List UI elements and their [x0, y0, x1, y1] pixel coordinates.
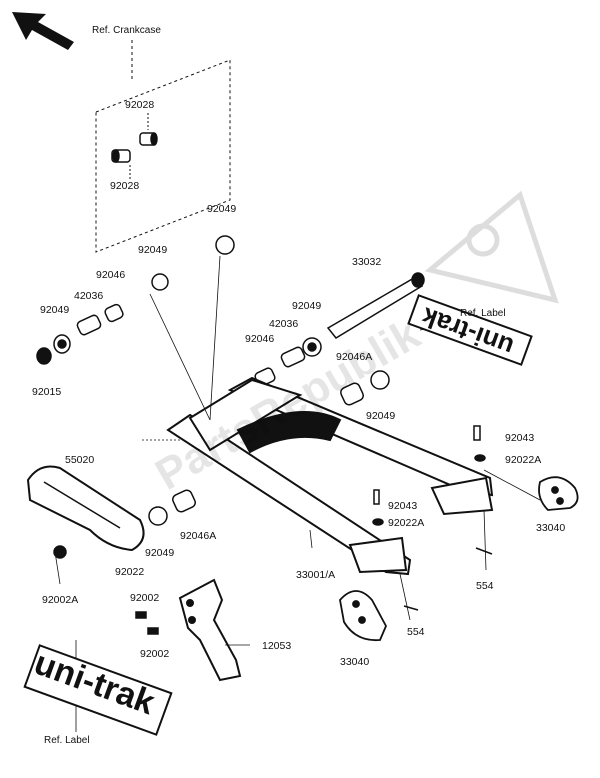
left-pivot-bushings [36, 235, 235, 365]
part-92049-c: 92049 [40, 304, 70, 316]
ref-label-top: Ref. Label [460, 308, 506, 319]
watermark-gear-icon [424, 190, 559, 304]
part-92022: 92022 [115, 566, 145, 578]
part-92028-bottom: 92028 [110, 180, 140, 192]
part-92046-a: 92046 [96, 269, 126, 281]
part-92049-e: 92049 [366, 410, 396, 422]
ref-label-bottom: Ref. Label [44, 735, 90, 746]
part-92043-b: 92043 [388, 500, 418, 512]
part-92028-top: 92028 [125, 99, 155, 111]
chain-guard-55020 [26, 465, 145, 552]
right-pivot-bushings [148, 337, 390, 526]
chain-adjuster-33040-right [538, 476, 579, 511]
uni-trak-logo-bottom [23, 644, 173, 736]
part-33001A: 33001/A [296, 569, 336, 581]
part-92049-d: 92049 [292, 300, 322, 312]
front-direction-arrow-icon [12, 12, 74, 50]
part-42036-b: 42036 [269, 318, 299, 330]
part-55020: 55020 [65, 454, 95, 466]
part-42036-a: 42036 [74, 290, 104, 302]
part-92022A-b: 92022A [388, 517, 425, 529]
part-92049-b: 92049 [138, 244, 168, 256]
part-92049-a: 92049 [207, 203, 237, 215]
part-92002A: 92002A [42, 594, 79, 606]
bracket-12053 [178, 578, 242, 682]
bushing-92028-upper [139, 132, 158, 146]
chain-adjuster-33040-left [339, 590, 387, 642]
part-92046A-b: 92046A [180, 530, 217, 542]
part-92002-a: 92002 [130, 592, 160, 604]
part-554-a: 554 [476, 580, 494, 592]
part-92049-f: 92049 [145, 547, 175, 559]
part-33032: 33032 [352, 256, 382, 268]
ref-crankcase-label: Ref. Crankcase [92, 25, 161, 36]
part-92015: 92015 [32, 386, 62, 398]
part-92046-b: 92046 [245, 333, 275, 345]
bushing-92028-lower [111, 149, 131, 163]
uni-trak-logo-top [407, 294, 533, 366]
crankcase-reference-plane [95, 40, 231, 253]
pivot-shaft-33032 [326, 272, 425, 339]
part-554-b: 554 [407, 626, 425, 638]
part-92022A-a: 92022A [505, 454, 542, 466]
part-92043-a: 92043 [505, 432, 535, 444]
part-92046A-a: 92046A [336, 351, 373, 363]
swingarm-33001A [166, 376, 494, 576]
part-33040-a: 33040 [536, 522, 566, 534]
part-12053: 12053 [262, 640, 292, 652]
bolts-and-washers [53, 425, 493, 635]
part-33040-b: 33040 [340, 656, 370, 668]
part-92002-b: 92002 [140, 648, 170, 660]
